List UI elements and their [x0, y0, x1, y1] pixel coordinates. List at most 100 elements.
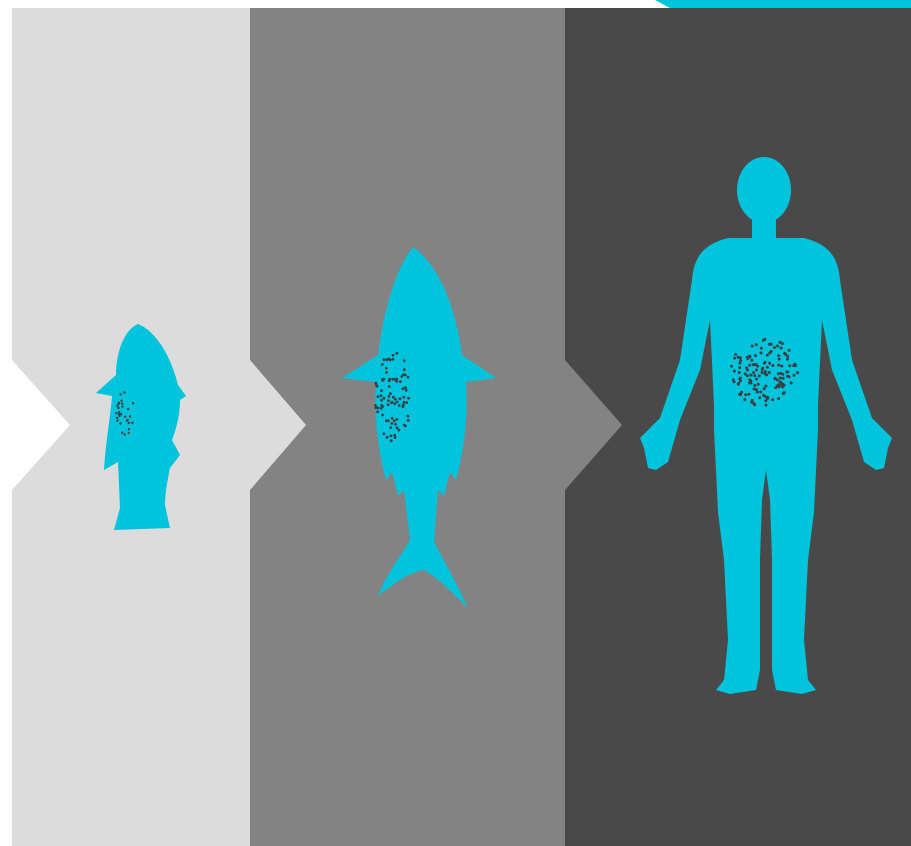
- particle-dot: [407, 419, 410, 422]
- particle-dot: [405, 401, 408, 404]
- particle-dot: [395, 380, 398, 383]
- particle-dot: [402, 404, 405, 407]
- particle-dot: [380, 399, 383, 402]
- particle-dot: [116, 405, 118, 407]
- particle-dot: [407, 415, 410, 418]
- particle-dot: [748, 364, 751, 367]
- particle-dot: [374, 382, 377, 385]
- particle-dot: [128, 432, 130, 434]
- particle-dot: [758, 396, 761, 399]
- particle-dot: [739, 377, 742, 380]
- particle-dot: [739, 359, 742, 362]
- particle-dot: [376, 410, 379, 413]
- particle-dot: [402, 387, 405, 390]
- particle-dot: [750, 401, 753, 404]
- particle-dot: [385, 419, 388, 422]
- particle-dot: [383, 358, 386, 361]
- particle-dot: [389, 426, 392, 429]
- particle-dot: [746, 369, 749, 372]
- particle-dot: [783, 384, 786, 387]
- particle-dot: [737, 383, 740, 386]
- particle-dot: [796, 371, 799, 374]
- particle-dot: [386, 436, 389, 439]
- particle-dot: [392, 396, 395, 399]
- particle-dot: [382, 378, 385, 381]
- particle-dot: [744, 393, 747, 396]
- particle-dot: [730, 365, 733, 368]
- particle-dot: [761, 367, 764, 370]
- particle-dot: [755, 388, 758, 391]
- particle-dot: [776, 385, 779, 388]
- particle-dot: [777, 364, 780, 367]
- particle-dot: [398, 404, 401, 407]
- particle-dot: [786, 358, 789, 361]
- particle-dot: [771, 398, 774, 401]
- particle-dot: [778, 358, 781, 361]
- particle-dot: [764, 361, 767, 364]
- particle-dot: [737, 356, 740, 359]
- particle-dot: [127, 408, 129, 410]
- particle-dot: [766, 366, 769, 369]
- particle-dot: [776, 345, 779, 348]
- particle-dot: [768, 343, 771, 346]
- particle-dot: [121, 405, 123, 407]
- particle-dot: [761, 371, 764, 374]
- particle-dot: [779, 377, 782, 380]
- particle-dot: [394, 423, 397, 426]
- particle-dot: [764, 399, 767, 402]
- particle-dot: [120, 400, 122, 402]
- particle-dot: [760, 352, 763, 355]
- particle-dot: [738, 371, 741, 374]
- particle-dot: [119, 422, 121, 424]
- particle-dot: [383, 397, 386, 400]
- particle-dot: [387, 403, 390, 406]
- particle-dot: [396, 352, 399, 355]
- particle-dot: [392, 354, 395, 357]
- particle-dot: [759, 390, 762, 393]
- particle-dot: [129, 415, 131, 417]
- particle-dot: [750, 382, 753, 385]
- particle-dot: [132, 402, 134, 404]
- particle-dot: [762, 394, 765, 397]
- particle-dot: [115, 412, 117, 414]
- particle-dot: [396, 426, 399, 429]
- particle-dot: [380, 389, 383, 392]
- particle-dot: [383, 432, 386, 435]
- particle-dot: [756, 365, 759, 368]
- particle-dot: [768, 352, 771, 355]
- particle-dot: [764, 370, 767, 373]
- particle-dot: [753, 374, 756, 377]
- particle-dot: [121, 402, 123, 404]
- particle-dot: [380, 394, 383, 397]
- particle-dot: [403, 401, 406, 404]
- particle-dot: [389, 392, 392, 395]
- particle-dot: [740, 391, 743, 394]
- particle-dot: [404, 425, 407, 428]
- particle-dot: [116, 420, 118, 422]
- particle-dot: [390, 422, 393, 425]
- particle-dot: [403, 359, 406, 362]
- particle-dot: [388, 385, 391, 388]
- particle-dot: [381, 414, 384, 417]
- particle-dot: [788, 364, 791, 367]
- particle-dot: [393, 419, 396, 422]
- particle-dot: [131, 422, 133, 424]
- particle-dot: [754, 363, 757, 366]
- particle-dot: [788, 349, 791, 352]
- particle-dot: [381, 405, 384, 408]
- particle-dot: [388, 395, 391, 398]
- particle-dot: [765, 404, 768, 407]
- particle-dot: [786, 355, 789, 358]
- particle-dot: [793, 374, 796, 377]
- particle-dot: [117, 407, 119, 409]
- particle-dot: [393, 402, 396, 405]
- particle-dot: [765, 373, 768, 376]
- particle-dot: [385, 371, 388, 374]
- particle-dot: [733, 370, 736, 373]
- particle-dot: [748, 355, 751, 358]
- particle-dot: [738, 366, 741, 369]
- particle-dot: [755, 378, 758, 381]
- particle-dot: [755, 369, 758, 372]
- particle-dot: [760, 347, 763, 350]
